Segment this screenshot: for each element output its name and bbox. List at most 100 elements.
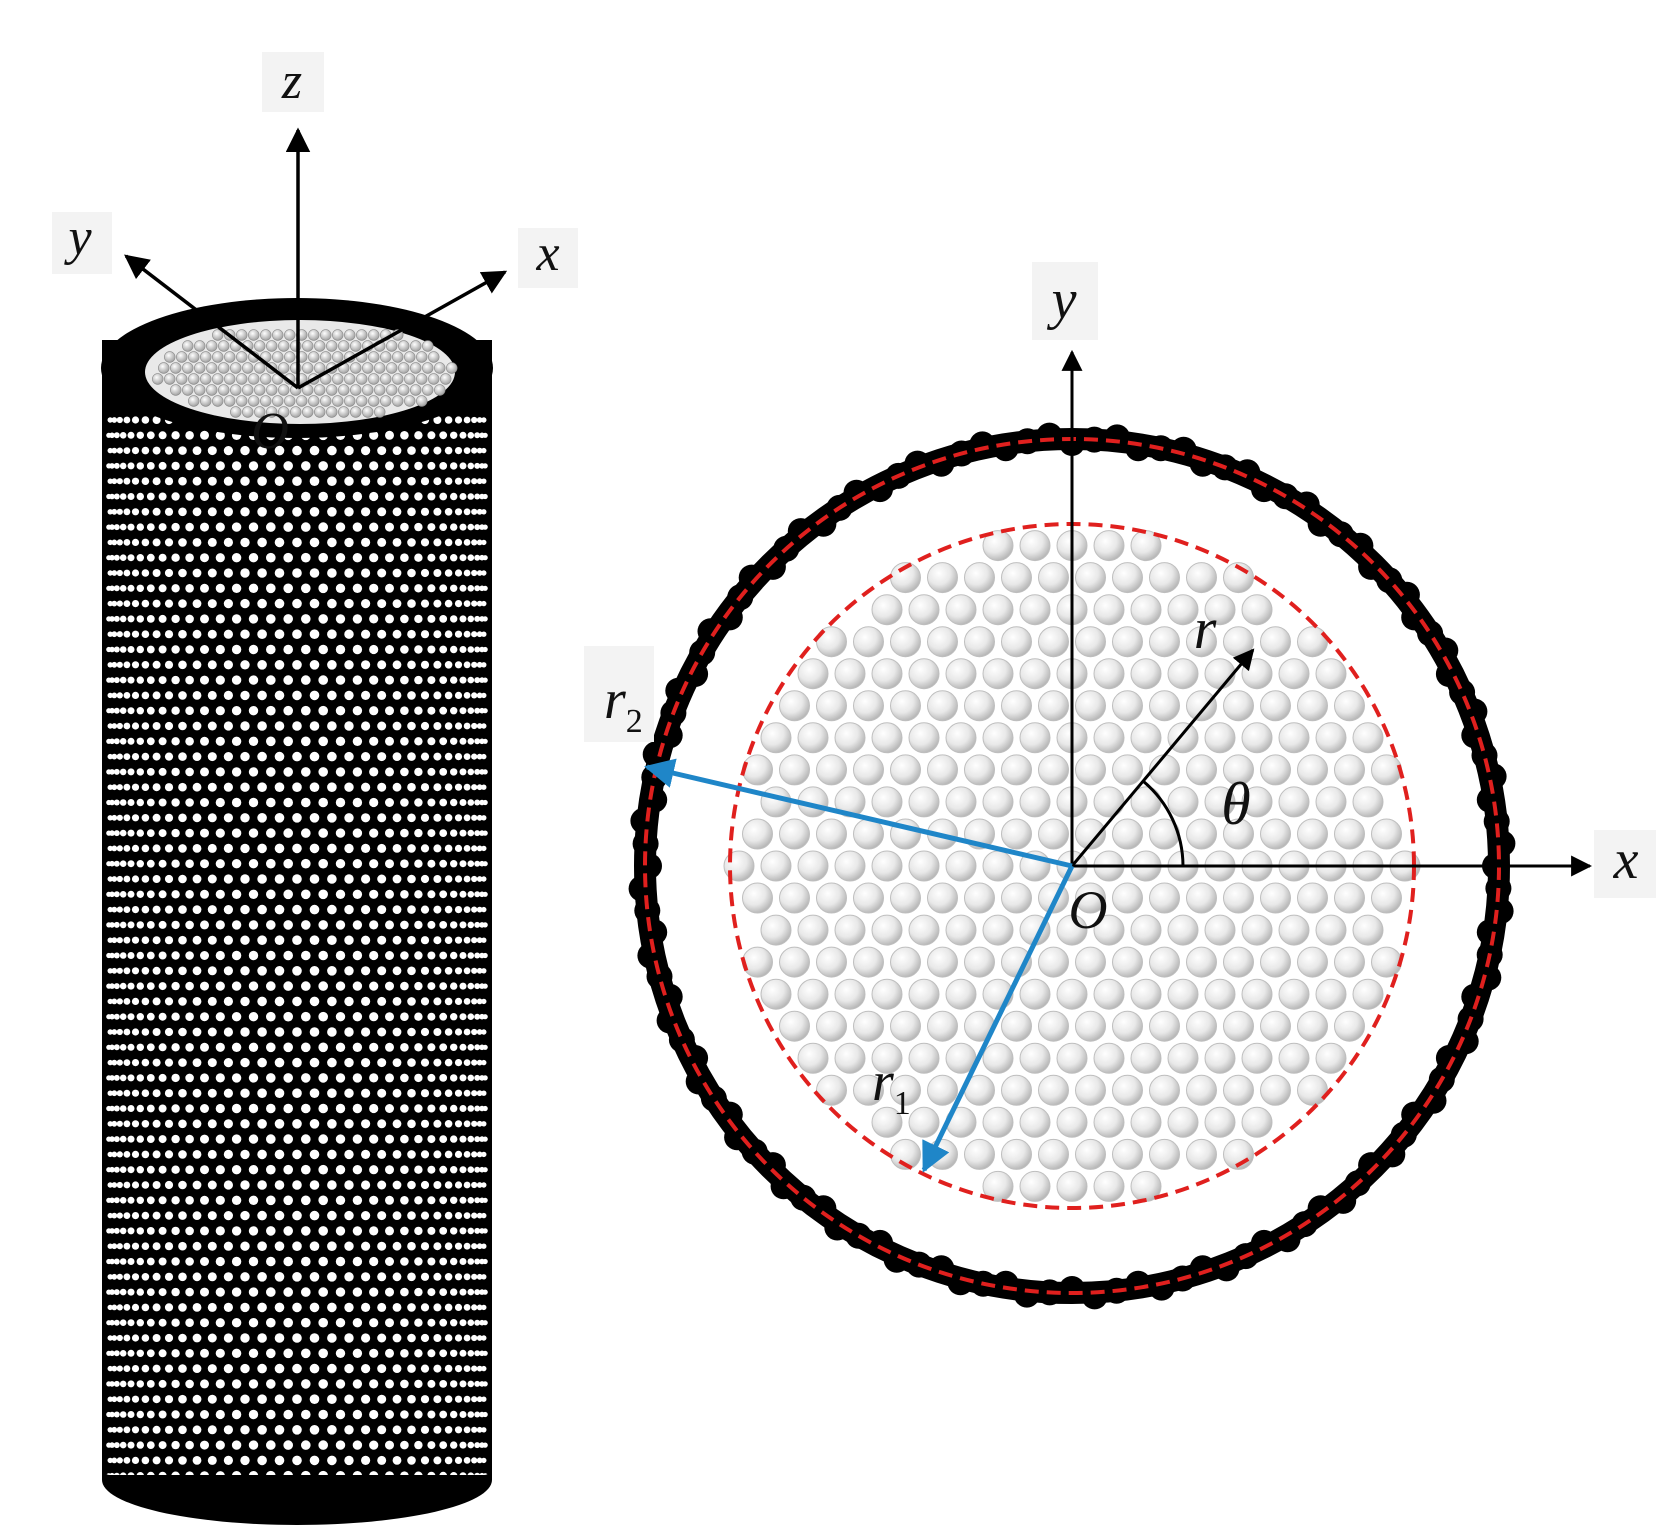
lattice-hole [444,1456,453,1465]
lattice-hole [158,584,167,593]
lattice-hole [248,522,259,532]
lattice-hole [459,1166,467,1174]
lattice-hole [200,1440,209,1450]
lattice-hole [427,890,436,899]
core-atom [1223,1010,1254,1042]
lattice-hole [274,874,285,884]
lattice-hole [444,997,453,1006]
lattice-hole [123,936,131,944]
lattice-hole [185,1440,194,1450]
lattice-hole [185,614,194,624]
lattice-hole [463,1120,471,1128]
core-atom [1297,754,1328,786]
lattice-hole [361,1394,371,1404]
lattice-hole [283,1256,294,1267]
lattice-hole [433,1150,442,1159]
lattice-hole [116,1457,123,1464]
lattice-hole [119,982,127,990]
lattice-hole [459,1074,467,1082]
lattice-hole [207,599,217,609]
lattice-hole [215,920,225,930]
core-atom [742,946,773,978]
lattice-hole [392,905,402,914]
lattice-hole [123,1304,131,1311]
lattice-hole [454,508,463,516]
lattice-hole [127,1166,135,1174]
core-atom [1167,658,1199,690]
lattice-hole [463,1457,471,1464]
lattice-hole [292,1333,302,1343]
core-atom [760,914,792,946]
lattice-hole [107,1274,113,1280]
lattice-hole [158,1165,167,1174]
lattice-hole [467,585,475,592]
lattice-hole [113,891,120,898]
lattice-hole [240,1180,250,1190]
lattice-hole [146,1257,155,1266]
lattice-hole [471,1181,478,1189]
lattice-hole [171,492,180,501]
lattice-hole [171,431,180,440]
lattice-hole [127,676,135,684]
core-atom [1149,1010,1180,1042]
core-atom [871,1042,903,1074]
lattice-hole [119,738,127,745]
lattice-hole [427,1410,436,1419]
lattice-hole [407,813,416,823]
lattice-hole [171,1440,180,1450]
lattice-hole [164,1333,174,1343]
lattice-hole [257,1425,267,1435]
lattice-hole [420,966,430,975]
lattice-hole [192,1180,202,1190]
lattice-hole [467,738,475,745]
core-atom [1167,594,1199,626]
lattice-hole [116,539,123,546]
lattice-hole [141,1242,150,1250]
cap-atom [206,362,218,374]
lattice-hole [178,1364,187,1373]
lattice-hole [482,1258,488,1265]
lattice-hole [158,1379,167,1388]
lattice-hole [450,1074,458,1082]
core-atom [797,722,829,754]
lattice-hole [407,1150,416,1159]
lattice-hole [192,752,202,761]
lattice-hole [361,629,371,639]
lattice-hole [420,1180,430,1190]
lattice-hole [482,1075,488,1081]
lattice-hole [292,996,302,1007]
lattice-hole [158,1349,167,1358]
lattice-hole [240,1302,250,1313]
lattice-hole [318,1226,329,1236]
shell-atom [810,510,837,537]
lattice-hole [185,951,194,960]
lattice-hole [171,828,180,838]
lattice-hole [185,1226,194,1236]
lattice-hole [200,614,209,624]
lattice-hole [318,797,329,808]
lattice-hole [248,767,259,777]
lattice-hole [207,813,217,823]
lattice-hole [427,1073,436,1082]
lattice-hole [327,1088,337,1098]
lattice-hole [119,585,127,592]
lattice-hole [433,875,442,883]
lattice-hole [107,631,113,637]
lattice-hole [231,736,242,746]
core-atom [890,626,921,658]
lattice-hole [107,876,113,882]
cap-atom [428,373,440,385]
lattice-hole [407,1180,416,1190]
lattice-hole [420,1150,430,1159]
lattice-hole [231,1165,242,1175]
lattice-hole [200,1348,209,1358]
cap-atom [182,384,194,396]
core-atom [1019,1106,1051,1138]
lattice-hole [192,844,202,853]
lattice-hole [414,767,423,777]
lattice-hole [223,1333,233,1343]
lattice-hole [185,553,194,562]
core-atom [1038,1010,1069,1042]
lattice-hole [178,568,187,578]
lattice-hole [152,1150,161,1159]
